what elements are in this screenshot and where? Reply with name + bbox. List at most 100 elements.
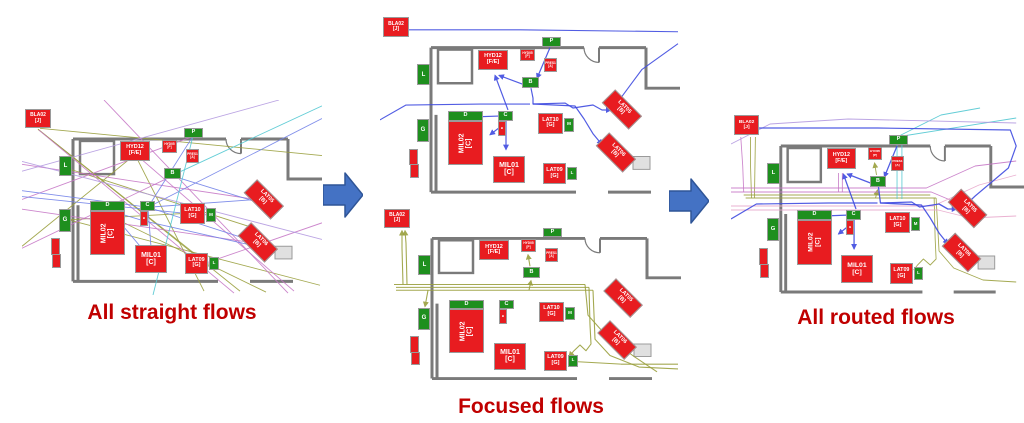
node-mil01: MIL01[C] bbox=[494, 343, 526, 370]
caption-all-straight-flows: All straight flows bbox=[87, 301, 257, 324]
node-small-red-2 bbox=[410, 164, 419, 179]
node-c: C bbox=[140, 201, 155, 212]
node-c: C bbox=[846, 210, 861, 220]
flow-line-olive bbox=[66, 167, 257, 230]
flow-line-cyan bbox=[172, 105, 322, 176]
node-hyd12: HYD12[F/E] bbox=[478, 49, 508, 71]
node-p: P bbox=[184, 128, 203, 139]
node-l1: L bbox=[417, 64, 430, 86]
transition-arrow-1 bbox=[322, 170, 364, 220]
node-l1: L bbox=[767, 163, 780, 184]
node-g: G bbox=[59, 209, 71, 232]
node-bla02: BLA02[J] bbox=[25, 108, 51, 129]
flow-line-cyan bbox=[902, 117, 1017, 137]
node-hyd05: HYD05[P] bbox=[521, 239, 536, 252]
node-p: P bbox=[543, 227, 562, 238]
flow-line-blue bbox=[530, 88, 612, 113]
flow-line-olive bbox=[568, 287, 592, 358]
flow-line-blue bbox=[883, 145, 898, 178]
node-lat09: LAT09[G] bbox=[890, 263, 913, 284]
flow-line-olive bbox=[913, 197, 937, 271]
node-hyd05: HYD05[P] bbox=[162, 139, 177, 153]
node-hyd12: HYD12[F/E] bbox=[479, 240, 509, 261]
node-lat10: LAT10[G] bbox=[180, 203, 205, 224]
panel-canvas-straight bbox=[22, 100, 322, 295]
node-d-strip: D bbox=[797, 210, 832, 220]
node-d-strip: D bbox=[448, 110, 483, 121]
flow-line-magenta bbox=[731, 160, 1017, 189]
node-l2: L bbox=[913, 267, 924, 280]
node-m: M bbox=[564, 117, 574, 132]
transition-arrow-2 bbox=[668, 176, 710, 226]
flow-line-magenta bbox=[135, 154, 295, 292]
node-pres1: PRES1[A] bbox=[545, 248, 558, 263]
flow-line-olive bbox=[22, 154, 136, 247]
flow-line-blue bbox=[731, 202, 878, 220]
node-b: B bbox=[164, 168, 181, 179]
node-hyd12: HYD12[F/E] bbox=[120, 140, 150, 162]
node-mil02: MIL02[C] bbox=[448, 120, 483, 166]
node-l1: L bbox=[418, 254, 431, 275]
caption-focused-flows: Focused flows bbox=[458, 395, 604, 418]
flow-line-blue bbox=[880, 202, 949, 245]
node-lat09: LAT09[G] bbox=[543, 163, 566, 185]
node-lat10: LAT10[G] bbox=[539, 301, 564, 322]
flow-line-lightblue bbox=[147, 118, 322, 208]
flow-line-lightblue bbox=[147, 206, 252, 241]
node-b: B bbox=[522, 77, 539, 89]
node-hyd05: HYD05[P] bbox=[520, 48, 535, 62]
flow-line-olive bbox=[873, 189, 880, 199]
flow-line-olive bbox=[525, 253, 532, 267]
flow-line-purple bbox=[731, 118, 1017, 145]
node-b: B bbox=[523, 267, 540, 278]
node-small-red-2 bbox=[52, 254, 61, 268]
flow-line-magenta bbox=[740, 136, 745, 193]
node-tiny-red: B bbox=[499, 309, 507, 324]
flow-line-blue bbox=[532, 103, 603, 146]
flow-line-olive bbox=[935, 197, 1017, 283]
node-bla02: BLA02[J] bbox=[384, 208, 410, 228]
node-lat10: LAT10[G] bbox=[885, 212, 910, 233]
panel-canvas-focused-blue bbox=[380, 29, 680, 194]
node-mil01: MIL01[C] bbox=[493, 155, 525, 184]
node-l1: L bbox=[59, 155, 72, 177]
node-small-red-2 bbox=[411, 351, 420, 366]
flow-line-olive bbox=[422, 290, 429, 308]
node-tiny-red: B bbox=[140, 211, 148, 226]
node-d-strip: D bbox=[449, 299, 484, 310]
node-bla02: BLA02[J] bbox=[383, 16, 409, 37]
node-pres1: PRES1[A] bbox=[544, 57, 557, 73]
flow-line-olive bbox=[872, 162, 879, 176]
node-l2: L bbox=[209, 256, 219, 270]
node-mil02: MIL02[C] bbox=[449, 309, 484, 353]
node-small-red-1 bbox=[759, 248, 769, 265]
node-tiny-red: B bbox=[498, 120, 506, 136]
node-pres1: PRES1[A] bbox=[186, 148, 199, 164]
node-mil01: MIL01[C] bbox=[841, 255, 873, 283]
node-hyd05: HYD05[P] bbox=[867, 147, 883, 160]
caption-all-routed-flows: All routed flows bbox=[797, 306, 955, 329]
node-g: G bbox=[418, 307, 430, 330]
flow-line-blue bbox=[842, 173, 857, 210]
flow-line-olive bbox=[527, 279, 533, 291]
flow-line-olive bbox=[39, 127, 322, 157]
node-lat09: LAT09[G] bbox=[544, 350, 567, 371]
flow-line-purple bbox=[22, 161, 322, 240]
node-tiny-red: B bbox=[846, 220, 855, 235]
flow-line-lightblue bbox=[143, 220, 253, 246]
node-b: B bbox=[869, 176, 887, 187]
node-small-red-2 bbox=[760, 264, 770, 278]
node-small-red-1 bbox=[410, 336, 419, 353]
node-mil01: MIL01[C] bbox=[135, 245, 167, 273]
flow-line-olive bbox=[402, 229, 409, 285]
node-p: P bbox=[542, 36, 561, 47]
flow-line-blue bbox=[408, 29, 679, 33]
node-hyd12: HYD12[F/E] bbox=[826, 148, 856, 169]
node-c: C bbox=[499, 299, 514, 310]
node-small-red-1 bbox=[51, 238, 60, 255]
flow-line-blue bbox=[493, 74, 509, 111]
